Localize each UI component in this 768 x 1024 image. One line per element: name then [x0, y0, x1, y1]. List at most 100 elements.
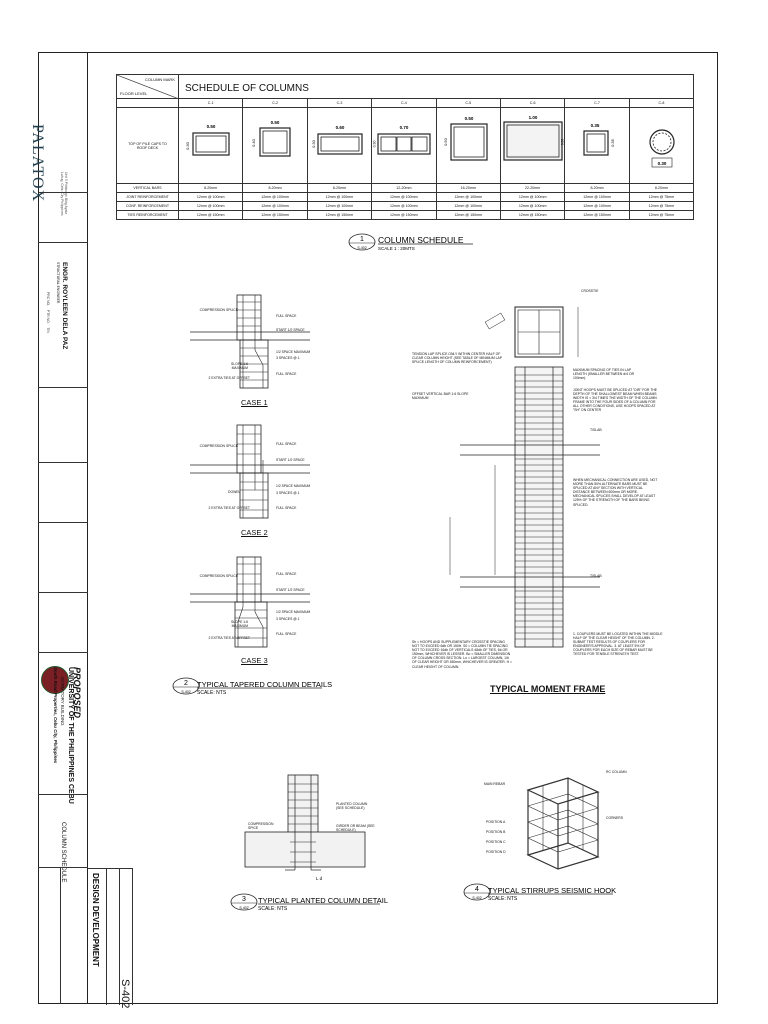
case3-extra-ties: 2 EXTRA TIES AT OFFSET — [208, 636, 250, 640]
sheet-number: S-402 — [119, 979, 131, 1009]
mark-c4: C-4 — [371, 98, 437, 108]
design-development-label: DESIGN DEVELOPMENT — [91, 873, 100, 967]
planted-column-label: PLANTED COLUMN (SEE SCHEDULE) — [336, 802, 368, 811]
offset-bar-note: OFFSET VERTICAL BAR 1:6 SLOPE MAXIMUM — [412, 392, 469, 401]
case3-full-space-b: FULL SPACE — [276, 632, 297, 636]
case2-half-max: 1/2 SPACE MAXIMUM — [276, 484, 311, 488]
section-c3: 0.60 0.30 — [306, 107, 373, 184]
main-rebar-label: MAIN REBAR — [484, 782, 506, 786]
engineer-name: ENGR. ROYLEEN DELA PAZ — [61, 262, 68, 350]
case3-spaces3: 3 SPACES @ 1 — [276, 617, 300, 621]
svg-text:0.30: 0.30 — [311, 139, 316, 148]
tapered-column-cases — [190, 294, 310, 648]
slab-label-bottom: T/SLAB — [590, 574, 602, 578]
dim-w-c1: 0.50 — [207, 124, 216, 129]
revision-table: DESIGN DEVELOPMENT S-402 — [88, 868, 133, 1009]
moment-frame-title: TYPICAL MOMENT FRAME — [490, 684, 606, 694]
moment-left-notes: Sh = HOOPS AND SUPPLEMENTARY CROSSTIE SP… — [412, 640, 513, 669]
section-c7: 0.35 0.35 — [564, 107, 630, 184]
svg-text:S-402: S-402 — [357, 246, 366, 250]
svg-text:TYPICAL PLANTED COLUMN DETAIL: TYPICAL PLANTED COLUMN DETAIL — [258, 896, 388, 905]
case2-full-space-b: FULL SPACE — [276, 506, 297, 510]
planted-column-drawing: L d — [244, 774, 366, 880]
svg-text:1: 1 — [360, 236, 364, 243]
case2-start-half: START 1/2 SPACE — [276, 458, 305, 462]
case3-slope: SLOPE 1:6 MAXIMUM — [231, 620, 248, 629]
case1-label: CASE 1 — [241, 398, 268, 407]
schedule-corner: COLUMN MARK FLOOR LEVEL — [116, 74, 179, 99]
svg-text:0.50: 0.50 — [464, 116, 473, 121]
section-c1: 0.50 0.30 — [177, 107, 244, 184]
firm-logo: PALATOX — [29, 124, 46, 203]
planted-compression-label: COMPRESSION SPICE — [248, 822, 274, 831]
svg-text:0.30: 0.30 — [373, 141, 377, 148]
section-row: TOP OF PILE CAPS TO ROOF DECK 0.50 0.30 … — [116, 107, 695, 184]
case2-extra-ties: 2 EXTRA TIES AT OFFSET — [208, 506, 250, 510]
svg-text:0.35: 0.35 — [610, 138, 615, 147]
svg-text:TYPICAL TAPERED COLUMN DETAILS: TYPICAL TAPERED COLUMN DETAILS — [197, 680, 332, 689]
svg-text:SCALE: NTS: SCALE: NTS — [488, 896, 518, 902]
moment-right-notes: 1. COUPLERS MUST BE LOCATED WITHIN THE M… — [573, 632, 663, 657]
section-c8: 0.30 — [628, 107, 695, 184]
position-a: POSITION A — [486, 820, 506, 824]
case1-drawing — [190, 294, 310, 389]
case3-start-half: START 1/2 SPACE — [276, 588, 305, 592]
dim-h-c1: 0.30 — [185, 141, 190, 150]
case2-compression-label: COMPRESSION SPLICE — [199, 444, 238, 448]
column-mark-row: C-1 C-2 C-3 C-4 C-5 C-6 C-7 C-8 — [116, 98, 695, 108]
section-c6: 1.00 0.50 — [499, 107, 566, 184]
section-c5: 0.50 0.50 — [435, 107, 501, 184]
position-c: POSITION C — [486, 840, 506, 844]
level-label: TOP OF PILE CAPS TO ROOF DECK — [116, 107, 179, 184]
mark-c5: C-5 — [435, 98, 501, 108]
svg-text:0.50: 0.50 — [443, 137, 448, 146]
moment-frame-drawing — [449, 306, 600, 648]
case1-extra-ties: 2 EXTRA TIES AT OFFSET — [208, 376, 250, 380]
case1-half-max: 1/2 SPACE MAXIMUM — [276, 350, 311, 354]
mechanical-connection-note: WHEN MECHANICAL CONNECTION ARE USED, NOT… — [573, 478, 658, 507]
mark-c2: C-2 — [242, 98, 308, 108]
case3-label: CASE 3 — [241, 656, 268, 665]
schedule-title: SCHEDULE OF COLUMNS — [177, 74, 695, 99]
case1-spaces3: 3 SPACES @ 1 — [276, 356, 300, 360]
svg-text:SCALE: NTS: SCALE: NTS — [197, 690, 227, 696]
case3-full-space-a: FULL SPACE — [276, 572, 297, 576]
svg-text:4: 4 — [475, 886, 479, 893]
project-location: South Road Properties, Cebu City, Philip… — [53, 667, 58, 764]
case1-full-space-a: FULL SPACE — [276, 314, 297, 318]
tension-splice-note: TENSION LAP SPLICE ONLY WITHIN CENTER HA… — [412, 352, 502, 365]
mark-c6: C-6 — [499, 98, 566, 108]
svg-text:0.40: 0.40 — [251, 138, 256, 147]
mark-c8: C-8 — [628, 98, 695, 108]
svg-text:0.50: 0.50 — [271, 120, 280, 125]
mark-c3: C-3 — [306, 98, 373, 108]
rc-column-label: RC COLUMN — [606, 770, 627, 774]
case1-start-half: START 1/2 SPACE — [276, 328, 305, 332]
svg-text:S-402: S-402 — [472, 896, 481, 900]
case1-slope: SLOPE 1:6 MAXIMUM — [231, 362, 248, 371]
project-sub: DORMITORY BUILDING — [60, 677, 65, 726]
university-seal — [41, 666, 69, 694]
svg-text:SCALE: NTS: SCALE: NTS — [258, 906, 288, 912]
svg-text:1.00: 1.00 — [529, 115, 538, 120]
svg-text:0.60: 0.60 — [335, 125, 344, 130]
drawing-sheet — [38, 52, 718, 1004]
svg-text:S-402: S-402 — [181, 690, 190, 694]
svg-text:0.35: 0.35 — [591, 123, 600, 128]
case3-half-max: 1/2 SPACE MAXIMUM — [276, 610, 311, 614]
case3-drawing — [190, 556, 310, 648]
crosstie-label: CROSSTIE — [581, 289, 599, 293]
svg-text:COLUMN SCHEDULE: COLUMN SCHEDULE — [378, 235, 464, 245]
svg-text:0.50: 0.50 — [560, 139, 564, 146]
project-name: UNIVERSITY OF THE PHILIPPINES CEBU — [67, 667, 74, 804]
section-c2: 0.50 0.40 — [242, 107, 308, 184]
mark-c7: C-7 — [564, 98, 630, 108]
